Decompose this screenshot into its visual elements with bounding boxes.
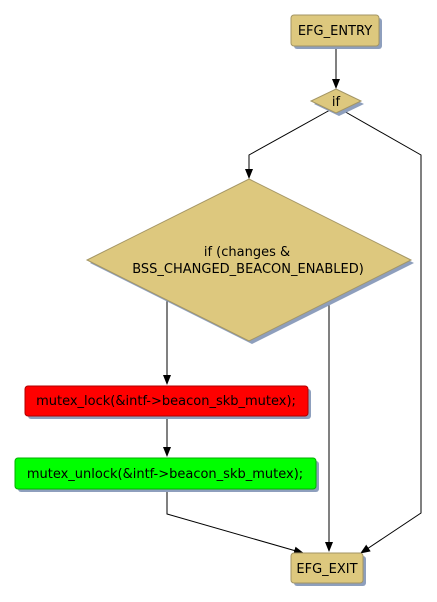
node-mutex-lock: mutex_lock(&intf->beacon_skb_mutex); xyxy=(24,385,311,419)
node-if-decision: if xyxy=(309,88,364,116)
node-mutex-lock-box xyxy=(24,385,309,417)
node-efg-exit-label: EFG_EXIT xyxy=(296,562,357,577)
node-beacon-condition-shape xyxy=(85,178,413,342)
node-mutex-unlock-box xyxy=(14,457,317,490)
node-beacon-condition-label-line2: BSS_CHANGED_BEACON_ENABLED) xyxy=(132,262,364,277)
node-beacon-condition-label-line1: if (changes & xyxy=(204,245,290,260)
node-efg-entry-label: EFG_ENTRY xyxy=(298,24,372,39)
node-efg-entry-box xyxy=(290,14,380,47)
node-efg-exit: EFG_EXIT xyxy=(290,552,366,586)
node-beacon-condition: if (changes & BSS_CHANGED_BEACON_ENABLED… xyxy=(85,178,414,344)
node-efg-exit-box xyxy=(290,552,364,584)
node-mutex-lock-label: mutex_lock(&intf->beacon_skb_mutex); xyxy=(36,394,296,409)
edge-mutex-unlock-to-exit xyxy=(166,489,304,555)
node-mutex-unlock: mutex_unlock(&intf->beacon_skb_mutex); xyxy=(14,457,319,492)
node-mutex-unlock-label: mutex_unlock(&intf->beacon_skb_mutex); xyxy=(27,467,303,482)
edges xyxy=(163,46,422,555)
edge-if-to-exit xyxy=(341,109,422,554)
node-efg-entry: EFG_ENTRY xyxy=(290,14,382,49)
node-if-decision-shape xyxy=(309,88,363,114)
node-if-decision-label: if xyxy=(332,95,341,110)
edge-if-to-big-if xyxy=(245,109,331,179)
